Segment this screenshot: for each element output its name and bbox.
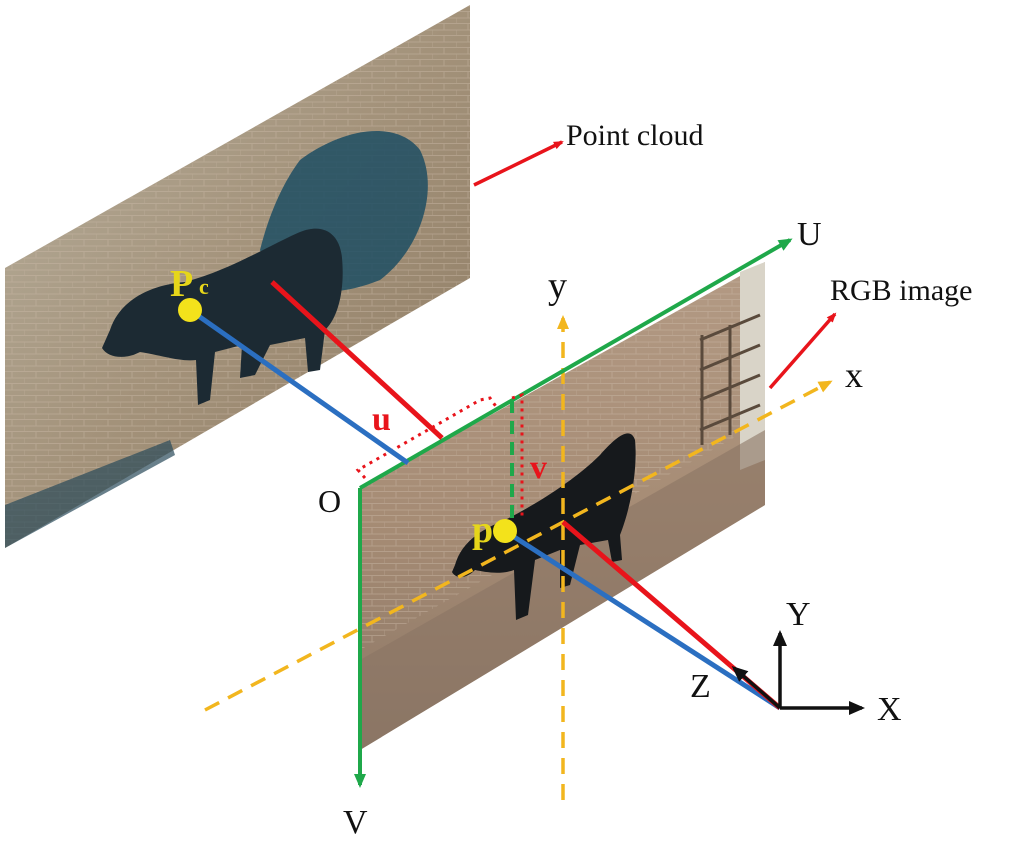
u-label: u (372, 401, 391, 438)
camera-X-label: X (877, 691, 902, 728)
projection-ray-upper (188, 307, 410, 466)
origin-label: O (318, 483, 341, 519)
point-cloud-label: Point cloud (566, 119, 704, 152)
v-dimension-line (511, 392, 524, 520)
U-axis-line (359, 238, 793, 490)
rgb-image-pointer-arrow (768, 312, 837, 390)
U-axis-label: U (797, 216, 822, 253)
point-Pc-marker (178, 298, 202, 322)
point-cloud-panel (5, 5, 470, 548)
camera-Z-label: Z (690, 668, 711, 705)
y-axis-label: y (548, 265, 567, 307)
camera-Z-axis (731, 666, 782, 710)
v-label: v (530, 449, 547, 486)
point-p-marker (493, 519, 517, 543)
gate-bars (699, 313, 761, 445)
camera-Y-label: Y (786, 596, 811, 633)
cow-figure (452, 433, 636, 620)
x-axis-label: x (845, 355, 863, 395)
rgb-image-label: RGB image (830, 274, 973, 307)
p-label: p (472, 509, 493, 551)
x-axis-line (204, 380, 833, 712)
Pc-label: P (170, 263, 193, 305)
point-cloud-pointer-arrow (473, 140, 564, 187)
cow-figure (102, 228, 343, 405)
V-axis-label: V (343, 804, 368, 840)
red-ray-upper (270, 280, 444, 440)
Pc-subscript: c (199, 274, 209, 299)
